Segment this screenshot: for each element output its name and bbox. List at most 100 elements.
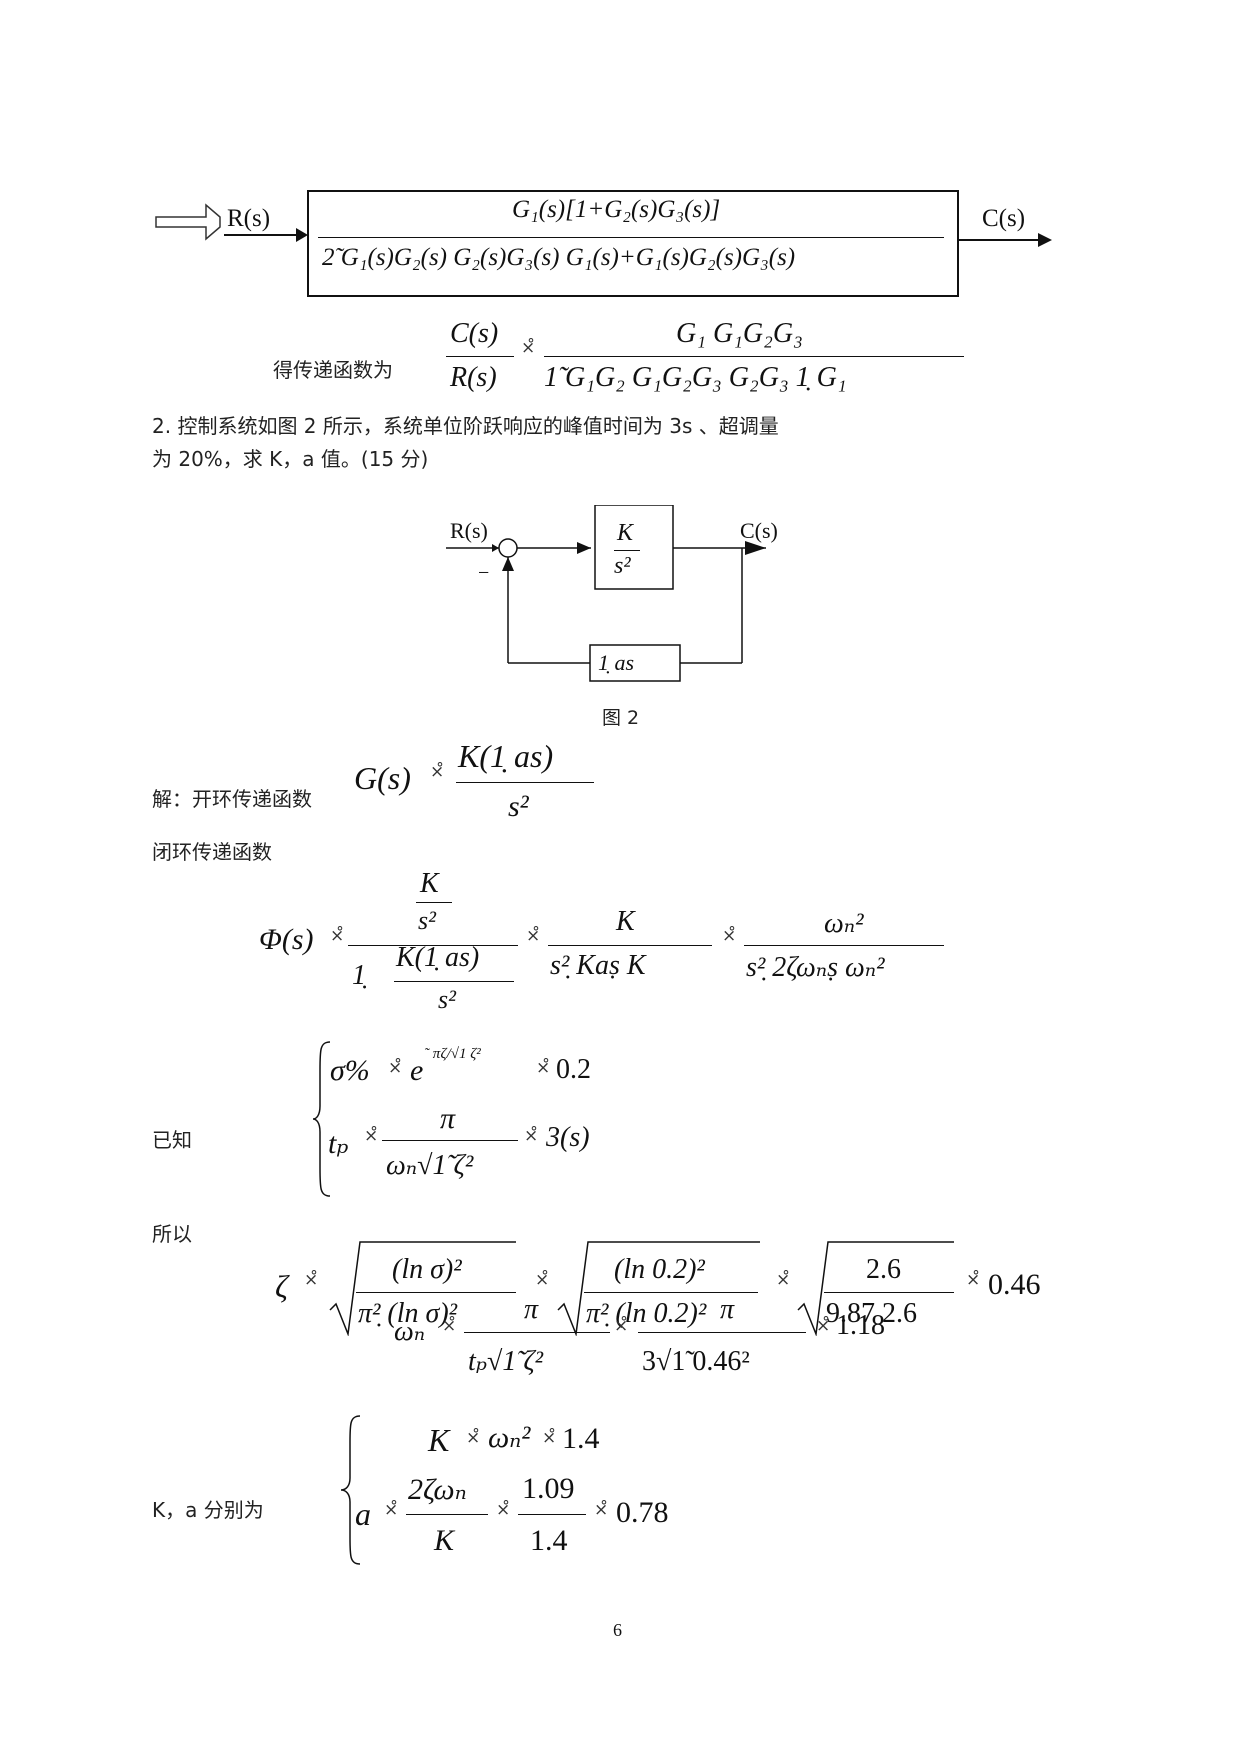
omega-f2-numerator: π (720, 1294, 735, 1325)
diagram1-input-label: R(s) (227, 205, 271, 232)
ka-eq2-lhs: a (355, 1496, 371, 1532)
zeta-r3-denominator: 9.87 2.6 (826, 1298, 917, 1329)
ka-eq2-denominator-2: 1.4 (530, 1524, 568, 1557)
ka-eq2-numerator-2: 1.09 (522, 1472, 575, 1505)
summing-junction (498, 538, 518, 558)
diagram2-input-label: R(s) (450, 518, 488, 543)
block-diagram-1 (155, 190, 1052, 297)
omega-f1-fraction-bar (464, 1332, 610, 1333)
phi-f2-numerator: K (616, 906, 635, 937)
zeta-r1-fraction-bar (356, 1292, 516, 1293)
phi-f3-denominator: s²̣ 2ζωₙṣ ωₙ² (746, 952, 885, 983)
ka-eq1-omega: ωₙ² (488, 1421, 531, 1454)
input-arrow-head-icon (492, 544, 499, 552)
ka-eq1-rhs: 1.4 (562, 1422, 600, 1455)
equals-glyph: ×̊ (384, 1500, 399, 1520)
output-arrow-head-icon (745, 541, 766, 555)
diagram1-numerator: G₁(s)[1+G₂(s)G₃(s)] (512, 196, 721, 223)
phi-f1-bottom-denominator: s² (438, 985, 456, 1014)
omega-f2-fraction-bar (638, 1332, 806, 1333)
figure-caption: 图 2 (602, 707, 640, 729)
known-eq2-numerator: π (440, 1102, 456, 1135)
known-label: 已知 (152, 1128, 192, 1152)
forward-arrow-head-icon (577, 542, 591, 554)
tf1-lhs-denominator: R(s) (450, 362, 497, 393)
open-loop-denominator: s² (508, 790, 529, 823)
zeta-sqrt-2 (557, 1241, 760, 1336)
diagram1-fraction-bar (318, 237, 944, 238)
known-eq1-lhs: σ% (330, 1054, 370, 1087)
zeta-lhs: ζ (275, 1268, 288, 1304)
equals-glyph: ×̊ (614, 1316, 629, 1336)
equals-glyph: ×̊ (330, 926, 345, 946)
diagram2-output-label: C(s) (740, 518, 778, 543)
equals-glyph: ×̊ (776, 1270, 791, 1290)
omega-f1-numerator: π (524, 1294, 539, 1325)
zeta-r3-fraction-bar (824, 1292, 954, 1293)
ka-eq2-fraction-bar-2 (518, 1514, 586, 1515)
ka-eq2-numerator-1: 2ζωₙ (408, 1473, 467, 1506)
omega-result: 1.18 (836, 1310, 885, 1341)
known-eq2-lhs: tₚ (328, 1127, 349, 1160)
tf1-label: 得传递函数为 (273, 358, 393, 382)
zeta-result: 0.46 (988, 1268, 1041, 1301)
equals-glyph: ×̊ (816, 1316, 831, 1336)
input-hollow-arrow-icon (155, 203, 221, 241)
problem-line-2: 为 20%，求 K，a 值。(15 分) (152, 447, 429, 471)
input-arrow-head-icon (296, 228, 308, 242)
forward-block (594, 505, 674, 590)
phi-lhs: Φ(s) (259, 923, 314, 956)
known-eq1-exponent: ˜ πζ/√1 ζ² (424, 1046, 481, 1062)
so-label: 所以 (152, 1222, 192, 1246)
ka-brace (340, 1415, 361, 1565)
known-brace (312, 1041, 331, 1197)
phi-f1-top-fraction-bar (416, 902, 452, 903)
known-eq2-denominator: ωₙ√1̃ ζ² (386, 1150, 474, 1181)
tf1-lhs-fraction-bar (446, 356, 514, 357)
output-arrow-head-icon (1038, 233, 1052, 247)
equals-glyph: ×̊ (966, 1270, 981, 1290)
zeta-r2-numerator: (ln 0.2)² (614, 1254, 705, 1285)
phi-f1-bottom-one: 1̣ (352, 960, 366, 991)
diagram1-output-label: C(s) (982, 205, 1026, 232)
zeta-r1-denominator: π²̣ (ln σ)² (358, 1298, 458, 1329)
equals-glyph: ×̊ (442, 1316, 457, 1336)
phi-f3-numerator: ωₙ² (824, 908, 864, 939)
omega-lhs: ωₙ (394, 1316, 426, 1347)
equals-glyph: ×̊ (430, 762, 445, 782)
known-eq2-fraction-bar (382, 1140, 518, 1141)
phi-f1-top-numerator: K (420, 868, 439, 899)
feedback-arrow-head-icon (502, 557, 514, 571)
phi-f2-denominator: s²̣ Kaṣ K (550, 950, 646, 981)
phi-f1-top-denominator: s² (418, 906, 436, 935)
problem-line-1: 2. 控制系统如图 2 所示，系统单位阶跃响应的峰值时间为 3s 、超调量 (152, 414, 779, 438)
open-loop-lhs: G(s) (354, 760, 411, 796)
ka-eq2-fraction-bar-1 (406, 1514, 488, 1515)
tf1-rhs-denominator: 1̃ G₁G₂ G₁G₂G₃ G₂G₃ 1̣ G₁ (544, 362, 847, 393)
zeta-r2-fraction-bar (584, 1292, 758, 1293)
phi-f1-bottom-fraction-bar (394, 981, 514, 982)
ka-label: K，a 分别为 (152, 1498, 264, 1522)
equals-glyph: ×̊ (594, 1500, 609, 1520)
equals-glyph: ×̊ (496, 1500, 511, 1520)
equals-glyph: ×̊ (722, 926, 737, 946)
phi-f1-fraction-bar (348, 945, 518, 946)
equals-glyph: ×̊ (364, 1126, 379, 1146)
phi-f3-fraction-bar (744, 945, 944, 946)
phi-f1-bottom-numerator: K(1̣ as) (396, 942, 480, 973)
block-diagram-2 (446, 505, 766, 682)
diagram2-minus-sign: − (478, 562, 490, 584)
zeta-r1-numerator: (ln σ)² (392, 1254, 462, 1285)
known-eq2-rhs: 3(s) (546, 1122, 590, 1153)
ka-eq1-K: K (428, 1422, 450, 1458)
forward-block-numerator: K (617, 520, 634, 546)
zeta-r3-numerator: 2.6 (866, 1254, 901, 1285)
known-eq1-rhs: 0.2 (556, 1054, 591, 1085)
transfer-block (307, 190, 959, 297)
tf1-rhs-fraction-bar (544, 356, 964, 357)
equals-glyph: ×̊ (542, 1428, 557, 1448)
zeta-r2-denominator: π²̣ (ln 0.2)² (586, 1298, 707, 1329)
zeta-sqrt-3 (797, 1241, 954, 1336)
equals-glyph: ×̊ (304, 1270, 319, 1290)
